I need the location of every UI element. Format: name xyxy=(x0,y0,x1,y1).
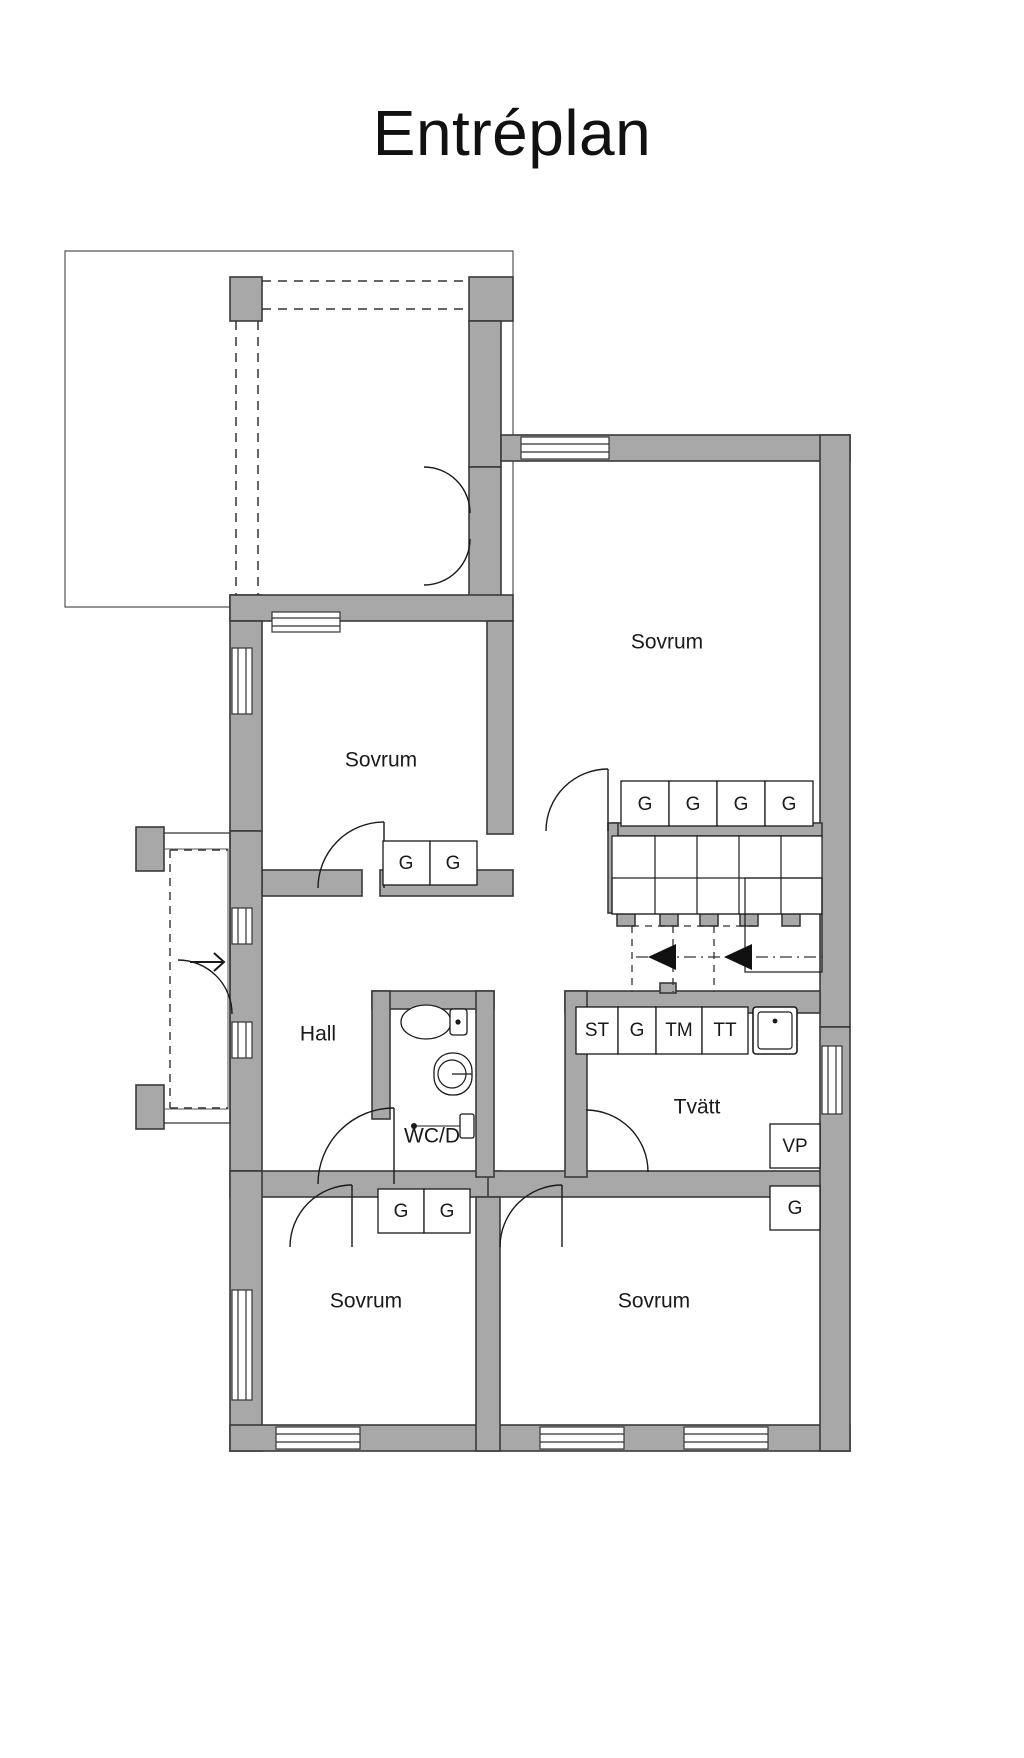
closet-label-g-east: G xyxy=(788,1198,803,1219)
closet-label-g-stair-1: G xyxy=(638,794,653,815)
arrow-left-icon xyxy=(648,944,752,970)
closet-g-stair-4 xyxy=(764,780,814,827)
closet-label-g-nw-2: G xyxy=(446,853,461,874)
closet-g-stair-2 xyxy=(668,780,718,827)
closet-label-tt-laundry: TT xyxy=(713,1020,737,1041)
toilet-icon xyxy=(400,1004,452,1040)
closet-g-wc-1 xyxy=(377,1188,425,1234)
closet-g-nw-2 xyxy=(429,840,478,886)
closet-g-stair-3 xyxy=(716,780,766,827)
room-label-sovrum-nw: Sovrum xyxy=(345,749,417,772)
closet-label-g-nw-1: G xyxy=(399,853,414,874)
closet-label-g-stair-2: G xyxy=(686,794,701,815)
closet-g-laundry xyxy=(617,1006,657,1055)
closet-g-east xyxy=(769,1185,821,1231)
room-label-hall: Hall xyxy=(300,1023,336,1046)
closet-boxes xyxy=(377,780,821,1234)
laundry-sink-icon xyxy=(752,1006,798,1055)
page-title: Entréplan xyxy=(372,97,652,169)
room-label-sovrum-sw: Sovrum xyxy=(330,1290,402,1313)
room-label-wc-d: WC/D xyxy=(404,1125,460,1148)
closet-tt-laundry xyxy=(701,1006,749,1055)
wc-partition xyxy=(371,990,495,1178)
arrow-right-icon xyxy=(190,952,226,972)
dashed-overlay xyxy=(235,280,469,595)
room-label-tvatt: Tvätt xyxy=(674,1096,721,1119)
room-label-sovrum-se: Sovrum xyxy=(618,1290,690,1313)
wc-fixtures xyxy=(400,1004,475,1139)
closet-vp-east xyxy=(769,1123,821,1169)
closet-label-st-laundry: ST xyxy=(585,1020,610,1041)
closet-g-nw-1 xyxy=(382,840,431,886)
closet-label-g-stair-4: G xyxy=(782,794,797,815)
closet-st-laundry xyxy=(575,1006,619,1055)
staircase xyxy=(611,835,823,992)
closet-label-tm-laundry: TM xyxy=(665,1020,692,1041)
closet-label-vp-east: VP xyxy=(782,1136,807,1157)
closet-label-g-wc-2: G xyxy=(440,1201,455,1222)
terrace-outline xyxy=(64,250,514,608)
entry-porch xyxy=(164,832,231,1124)
room-label-sovrum-ne: Sovrum xyxy=(631,631,703,654)
closet-label-g-laundry: G xyxy=(630,1020,645,1041)
closet-tm-laundry xyxy=(655,1006,703,1055)
windows xyxy=(231,436,843,1450)
closet-label-g-stair-3: G xyxy=(734,794,749,815)
door-swings xyxy=(177,466,649,1248)
closet-label-g-wc-1: G xyxy=(394,1201,409,1222)
closet-g-wc-2 xyxy=(423,1188,471,1234)
